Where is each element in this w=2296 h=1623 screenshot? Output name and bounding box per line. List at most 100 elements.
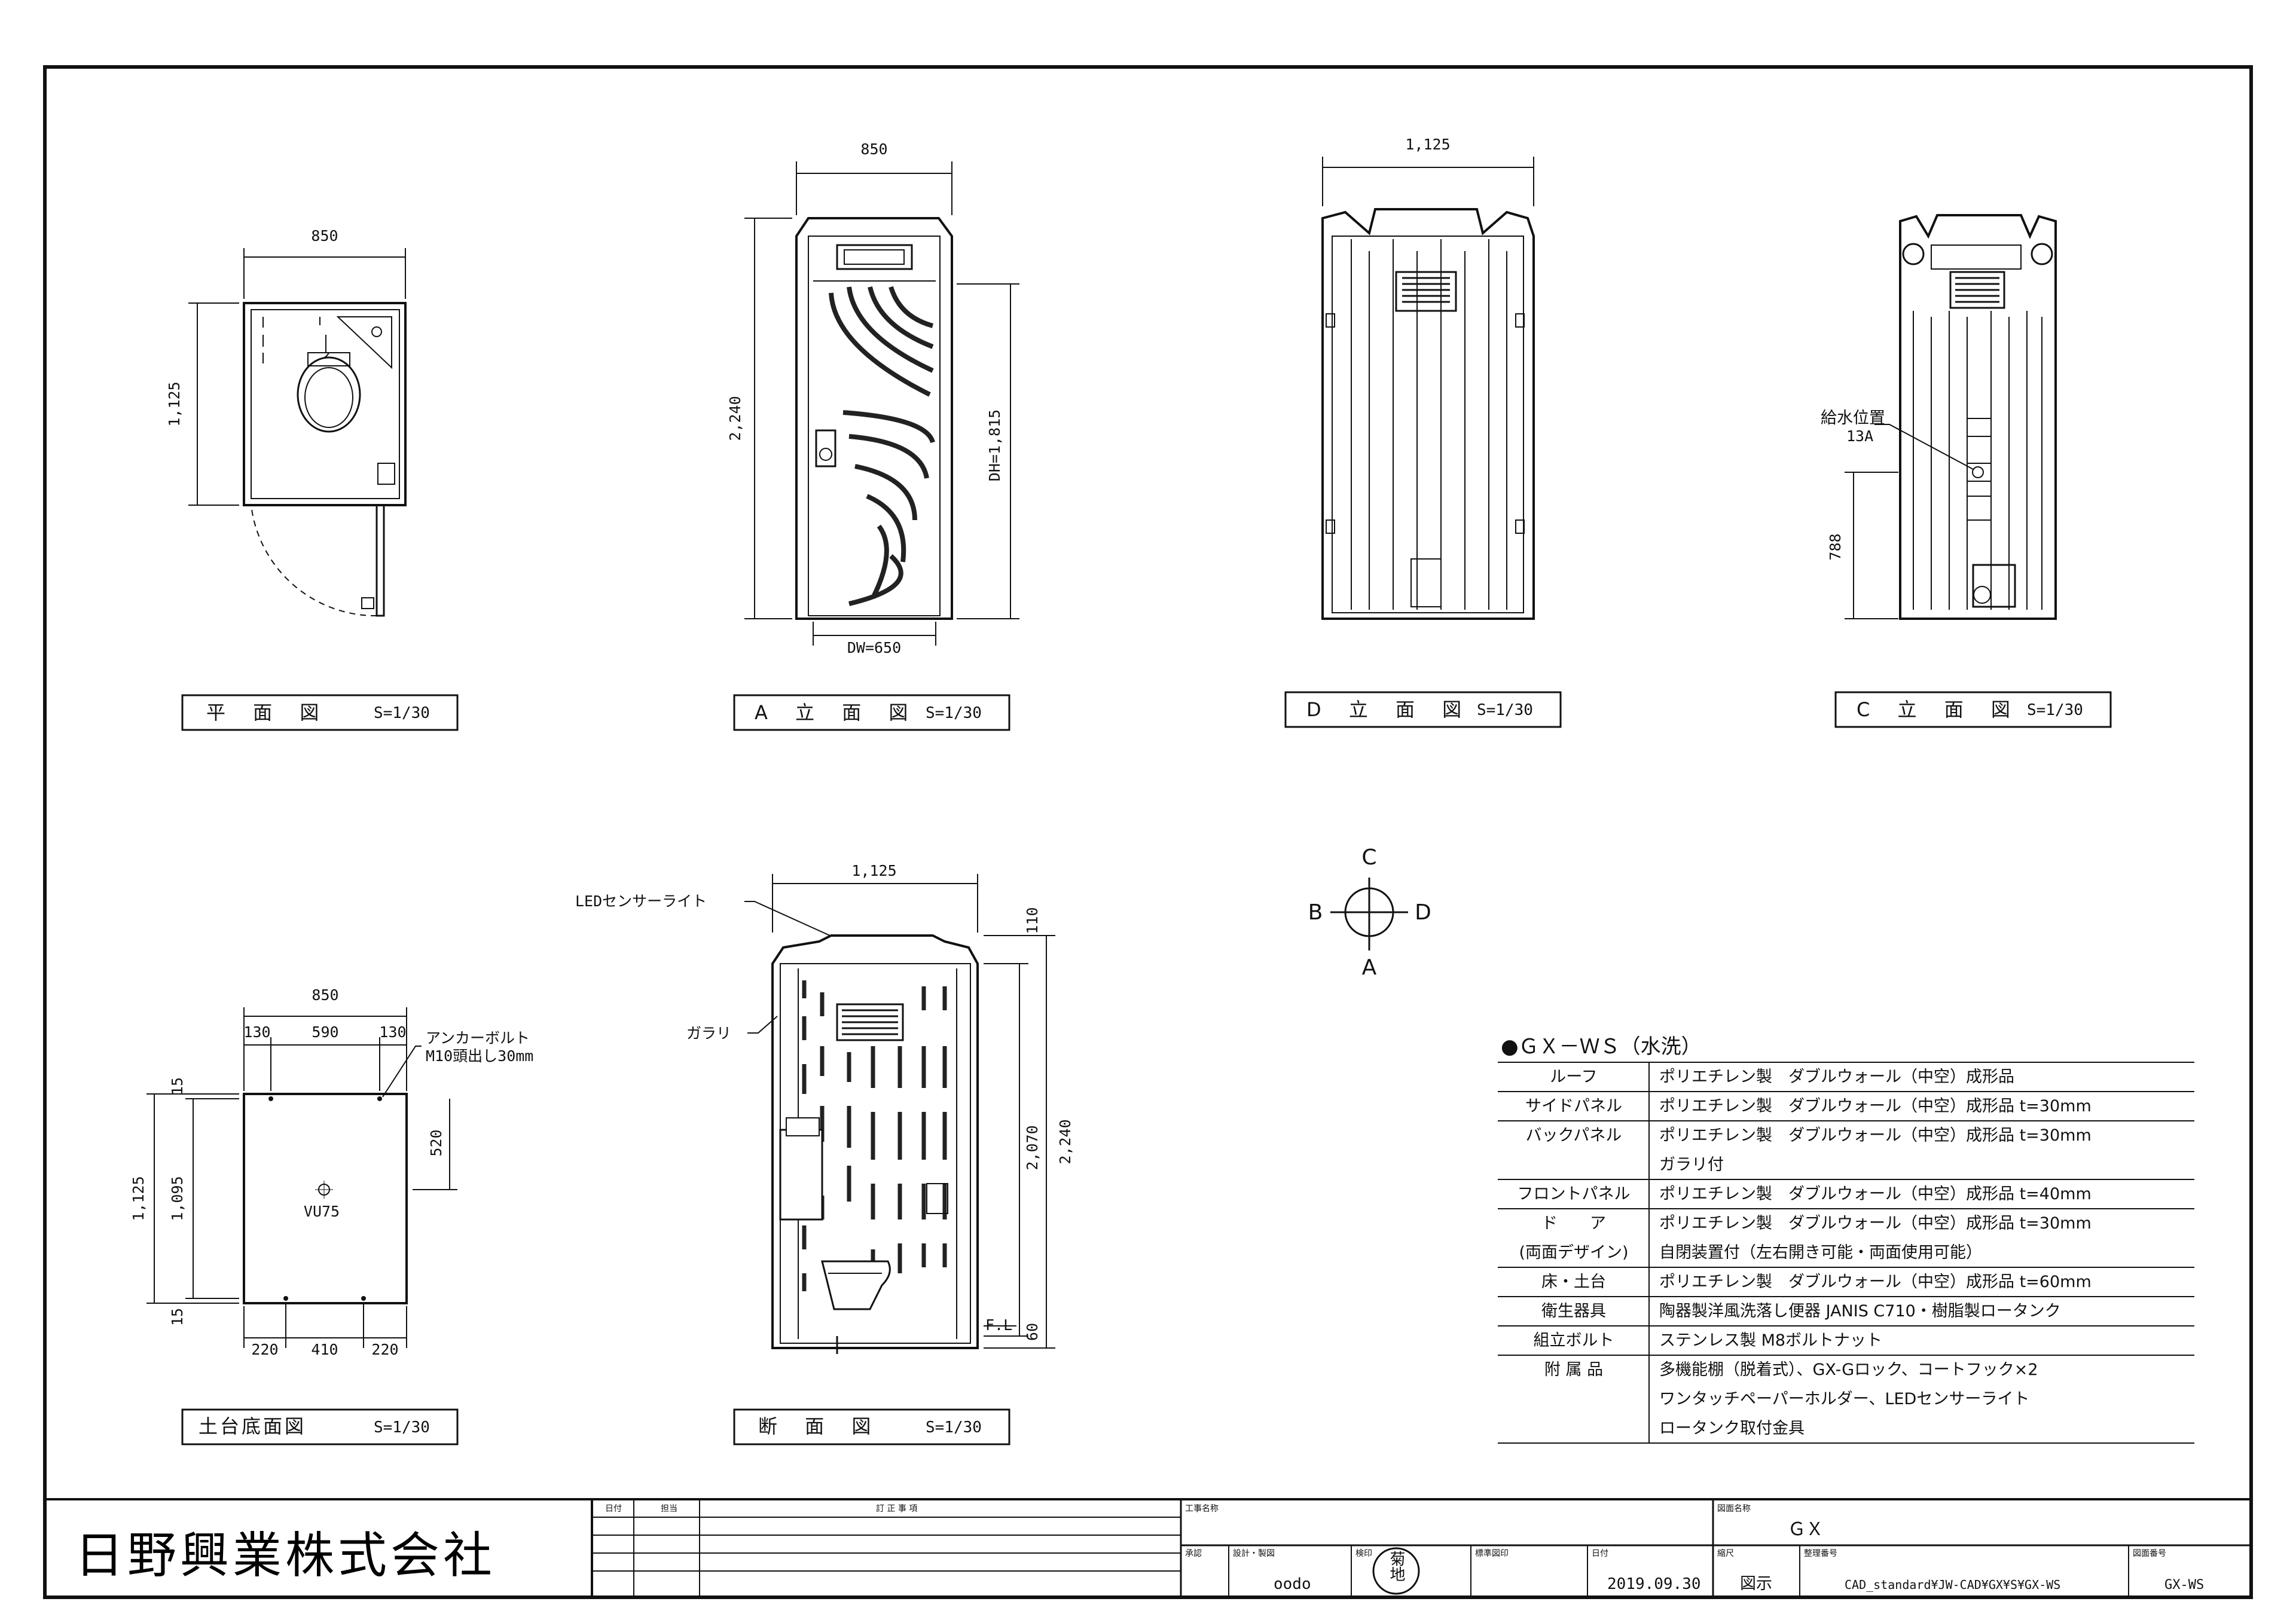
elevation-a-view xyxy=(744,161,1019,646)
plan-view xyxy=(188,248,405,616)
spec-label-door: ド ア xyxy=(1541,1214,1606,1233)
company-name: 日野興業株式会社 xyxy=(75,1527,496,1584)
base-top-dim-3: 130 xyxy=(379,1023,406,1041)
tb-design-header: 設計・製図 xyxy=(1233,1549,1275,1558)
tb-check-header: 検印 xyxy=(1355,1549,1372,1558)
caption-boxes-row2 xyxy=(182,1410,1009,1444)
section-caption-title: 断 面 図 xyxy=(758,1415,881,1438)
spec-value-accessories-1: 多機能棚（脱着式）、GX-Gロック、コートフック×2 xyxy=(1659,1361,2038,1379)
base-top-dim-2: 590 xyxy=(312,1023,338,1041)
tb-date-value: 2019.09.30 xyxy=(1607,1575,1701,1593)
section-louver-label: ガラリ xyxy=(686,1025,731,1042)
section-view xyxy=(744,874,1055,1354)
section-width-dim: 1,125 xyxy=(851,862,896,879)
spec-value-back-1: ポリエチレン製 ダブルウォール（中空）成形品 t=30mm xyxy=(1659,1126,2092,1145)
spec-value-accessories-3: ロータンク取付金具 xyxy=(1659,1419,1805,1438)
base-offset-dim: 520 xyxy=(428,1129,445,1156)
sheet-border xyxy=(45,67,2251,1597)
base-width-dim: 850 xyxy=(312,986,338,1004)
spec-value-accessories-2: ワンタッチペーパーホルダー、LEDセンサーライト xyxy=(1659,1390,2029,1408)
tb-drawing-no-header: 図面番号 xyxy=(2133,1549,2166,1558)
title-block-grid xyxy=(45,1499,2251,1597)
tb-drawing-no-value: GX-WS xyxy=(2164,1578,2204,1593)
compass-label-d: D xyxy=(1415,900,1431,925)
section-inner-height-dim: 2,070 xyxy=(1024,1125,1041,1170)
tb-design-value: oodo xyxy=(1274,1575,1311,1593)
spec-table-grid xyxy=(1498,1062,2194,1443)
plan-depth-dim: 1,125 xyxy=(166,381,183,426)
spec-value-roof: ポリエチレン製 ダブルウォール（中空）成形品 xyxy=(1659,1068,2014,1086)
base-depth-dim: 1,125 xyxy=(130,1176,147,1221)
compass-label-b: B xyxy=(1308,900,1323,925)
spec-label-roof: ルーフ xyxy=(1550,1068,1597,1086)
base-edge-top-dim: 15 xyxy=(169,1077,186,1095)
spec-label-bolt: 組立ボルト xyxy=(1534,1331,1614,1350)
caption-boxes-row1 xyxy=(182,692,2111,730)
base-anchor-label: アンカーボルト xyxy=(426,1029,530,1047)
elev-c-supply-size: 13A xyxy=(1846,427,1873,445)
tb-date-header: 日付 xyxy=(605,1504,622,1514)
elev-d-caption-scale: S=1/30 xyxy=(1477,701,1533,719)
plan-width-dim: 850 xyxy=(311,227,338,244)
elev-a-height-dim: 2,240 xyxy=(726,396,744,441)
spec-value-door-2: 自閉装置付（左右開き可能・両面使用可能） xyxy=(1659,1243,1982,1262)
base-bottom-dim-3: 220 xyxy=(371,1341,398,1358)
spec-label-accessories: 附 属 品 xyxy=(1544,1361,1603,1379)
elev-a-door-height-dim: DH=1,815 xyxy=(986,409,1003,481)
elev-a-caption-scale: S=1/30 xyxy=(926,704,982,722)
section-led-label: LEDセンサーライト xyxy=(575,893,707,910)
base-bottom-dim-1: 220 xyxy=(251,1341,278,1358)
tb-stamp: 菊地 xyxy=(1387,1551,1405,1582)
tb-scale-header: 縮尺 xyxy=(1717,1549,1734,1558)
elev-c-supply-label: 給水位置 xyxy=(1821,409,1885,427)
elev-a-width-dim: 850 xyxy=(860,140,887,158)
elevation-c-view xyxy=(1845,215,2056,619)
tb-file-value: CAD_standard¥JW-CAD¥GX¥S¥GX-WS xyxy=(1845,1578,2060,1592)
spec-label-back: バックパネル xyxy=(1526,1126,1622,1145)
spec-label-floor: 床・土台 xyxy=(1541,1273,1606,1291)
tb-revision-header: 訂 正 事 項 xyxy=(876,1504,917,1514)
compass-label-c: C xyxy=(1361,845,1376,870)
tb-date-label: 日付 xyxy=(1592,1549,1608,1558)
base-anchor-spec: M10頭出し30mm xyxy=(426,1047,533,1065)
plan-caption-scale: S=1/30 xyxy=(374,704,430,722)
spec-value-front: ポリエチレン製 ダブルウォール（中空）成形品 t=40mm xyxy=(1659,1185,2092,1203)
tb-approve-header: 承認 xyxy=(1185,1549,1202,1558)
elev-c-caption-title: C 立 面 図 xyxy=(1857,698,2021,721)
tb-file-header: 整理番号 xyxy=(1804,1549,1837,1558)
tb-drawing-name-header: 図面名称 xyxy=(1717,1504,1751,1514)
section-floor-dim: 60 xyxy=(1024,1323,1041,1341)
section-total-height-dim: 2,240 xyxy=(1057,1119,1074,1164)
tb-scale-value: 図示 xyxy=(1740,1575,1772,1593)
section-roof-dim: 110 xyxy=(1024,907,1041,934)
elev-c-caption-scale: S=1/30 xyxy=(2027,701,2083,719)
compass-label-a: A xyxy=(1362,955,1377,980)
elev-c-supply-height-dim: 788 xyxy=(1827,533,1844,560)
spec-label-front: フロントパネル xyxy=(1518,1185,1631,1203)
base-top-dim-1: 130 xyxy=(243,1023,270,1041)
elev-d-caption-title: D 立 面 図 xyxy=(1306,698,1472,721)
plan-caption-title: 平 面 図 xyxy=(206,701,329,724)
spec-value-bolt: ステンレス製 M8ボルトナット xyxy=(1659,1331,1882,1350)
tb-drawing-name: ＧＸ xyxy=(1788,1519,1824,1540)
tb-person-header: 担当 xyxy=(661,1504,677,1514)
compass-rose xyxy=(1330,878,1408,950)
section-floor-label: F.L xyxy=(985,1316,1012,1334)
section-caption-scale: S=1/30 xyxy=(926,1419,982,1436)
elev-a-door-width-dim: DW=650 xyxy=(847,639,901,656)
spec-value-door-1: ポリエチレン製 ダブルウォール（中空）成形品 t=30mm xyxy=(1659,1214,2092,1233)
spec-value-back-2: ガラリ付 xyxy=(1659,1156,1724,1174)
spec-label-door-sub: (両面デザイン) xyxy=(1519,1243,1628,1262)
spec-label-side: サイドパネル xyxy=(1525,1097,1622,1115)
spec-value-side: ポリエチレン製 ダブルウォール（中空）成形品 t=30mm xyxy=(1659,1097,2092,1115)
spec-value-sanitary: 陶器製洋風洗落し便器 JANIS C710・樹脂製ロータンク xyxy=(1659,1302,2061,1321)
base-drain-label: VU75 xyxy=(304,1203,340,1220)
tb-project-header: 工事名称 xyxy=(1185,1504,1219,1514)
tb-standard-header: 標準図印 xyxy=(1475,1549,1509,1558)
base-bottom-dim-2: 410 xyxy=(311,1341,338,1358)
base-plan-view xyxy=(146,1007,457,1348)
base-caption-scale: S=1/30 xyxy=(374,1419,430,1436)
elevation-d-view xyxy=(1323,157,1534,619)
elev-a-caption-title: A 立 面 図 xyxy=(755,701,918,724)
